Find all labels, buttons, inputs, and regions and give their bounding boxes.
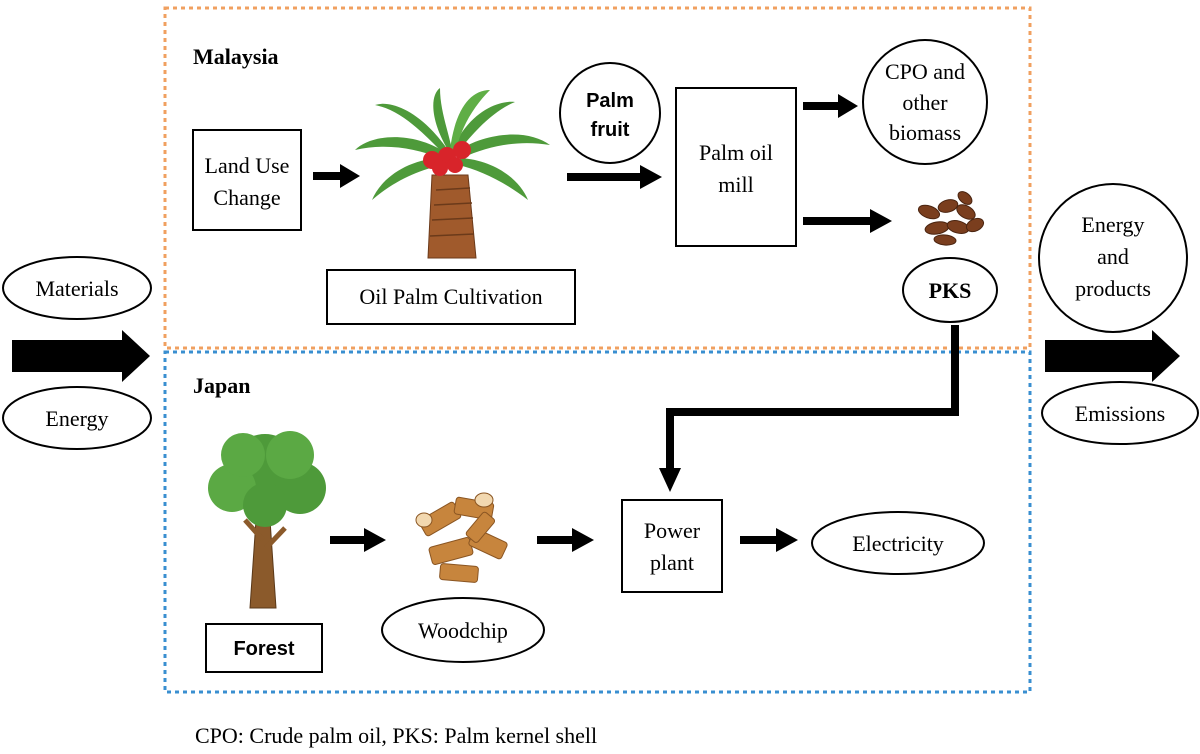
woodchip-icon: [415, 492, 508, 583]
land-use-line1: Land Use: [205, 153, 290, 178]
land-use-line2: Change: [213, 185, 280, 210]
materials-ellipse: [2, 256, 152, 320]
arrow-landuse-to-palm: [313, 164, 360, 188]
mill-line2: mill: [718, 172, 753, 197]
output-arrow: [1045, 330, 1180, 382]
energy-input-label: Energy: [45, 406, 108, 431]
arrow-mill-to-pks: [803, 209, 892, 233]
power-plant-line2: plant: [650, 550, 694, 575]
japan-region: [163, 350, 1032, 694]
forest-box: [205, 623, 323, 673]
cpo-line1: CPO and: [885, 59, 965, 84]
input-arrow: [12, 330, 150, 382]
palm-oil-mill-box: [675, 87, 797, 247]
electricity-ellipse: [811, 511, 985, 575]
power-plant-line1: Power: [644, 518, 701, 543]
palm-fruit-ellipse: [559, 62, 661, 164]
emissions-label: Emissions: [1075, 401, 1165, 426]
energy-products-line2: and: [1097, 244, 1129, 269]
oil-palm-cultivation-label: Oil Palm Cultivation: [359, 284, 542, 309]
cpo-circle: [862, 39, 988, 165]
power-plant-box: [621, 499, 723, 593]
electricity-label: Electricity: [852, 531, 944, 556]
palm-fruit-line1: Palm: [586, 90, 634, 112]
arrow-mill-to-cpo: [803, 94, 858, 118]
woodchip-label: Woodchip: [418, 618, 508, 643]
arrow-forest-to-woodchip: [330, 528, 386, 552]
palm-fruit-line2: fruit: [591, 119, 630, 141]
mill-line1: Palm oil: [699, 140, 773, 165]
arrow-pks-to-power-plant-head: [659, 468, 681, 492]
energy-products-line1: Energy: [1081, 212, 1144, 237]
arrow-palm-to-mill: [567, 165, 662, 189]
materials-label: Materials: [35, 276, 118, 301]
emissions-ellipse: [1041, 381, 1199, 445]
tree-icon: [208, 431, 326, 609]
cpo-line3: biomass: [889, 120, 961, 145]
oil-palm-cultivation-box: [326, 269, 576, 325]
malaysia-label: Malaysia: [193, 44, 279, 69]
japan-label: Japan: [193, 373, 250, 398]
arrow-woodchip-to-power-plant: [537, 528, 594, 552]
energy-products-circle: [1038, 183, 1188, 333]
forest-label: Forest: [233, 638, 294, 660]
land-use-change-box: [192, 129, 302, 231]
arrow-power-plant-to-electricity: [740, 528, 798, 552]
arrow-pks-to-power-plant: [666, 325, 959, 470]
energy-products-line3: products: [1075, 276, 1151, 301]
pks-ellipse: [902, 257, 998, 323]
palm-tree-icon: [355, 88, 550, 259]
malaysia-region: [163, 6, 1032, 350]
pks-icon: [917, 191, 985, 246]
pks-label: PKS: [929, 278, 972, 303]
energy-input-ellipse: [2, 386, 152, 450]
cpo-line2: other: [902, 90, 948, 115]
woodchip-ellipse: [381, 597, 545, 663]
footnote: CPO: Crude palm oil, PKS: Palm kernel sh…: [195, 723, 597, 748]
